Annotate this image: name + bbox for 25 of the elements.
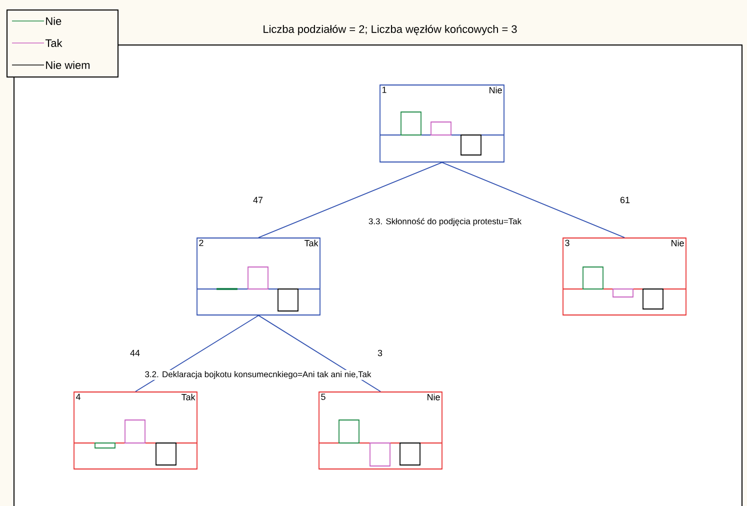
split-condition: 3.2. Deklaracja bojkotu konsumecnkiego=Ani tak ani nie,Tak — [144, 370, 372, 380]
node-number: 3 — [565, 240, 570, 246]
tree-node-box — [196, 238, 320, 316]
legend-entry: Nie wiem — [12, 60, 90, 70]
split-condition: 3.3. Skłonność do podjęcia protestu=Tak — [367, 217, 523, 227]
branch-line — [135, 315, 259, 392]
branch-line — [258, 315, 381, 392]
tree-node-box — [562, 238, 686, 316]
node-number: 5 — [321, 394, 326, 400]
tree-node-box — [74, 392, 198, 470]
title: Liczba podziałów = 2; Liczba węzłów końcowych = 3 — [264, 24, 517, 36]
node-number: 2 — [199, 240, 204, 246]
class-label: Nie — [490, 86, 502, 94]
branch-line — [258, 162, 442, 238]
tree-node-box — [380, 84, 504, 162]
node-number: 1 — [382, 86, 386, 93]
class-label: Nie — [428, 394, 440, 400]
legend-entry: Nie — [12, 16, 62, 26]
tree-node-box — [318, 392, 442, 470]
class-label: Nie — [672, 240, 684, 246]
class-label: Tak — [182, 394, 196, 400]
branch-line — [442, 162, 625, 238]
node-number: 4 — [76, 394, 80, 400]
legend-entry: Tak — [12, 38, 62, 48]
class-label: Tak — [304, 240, 318, 246]
